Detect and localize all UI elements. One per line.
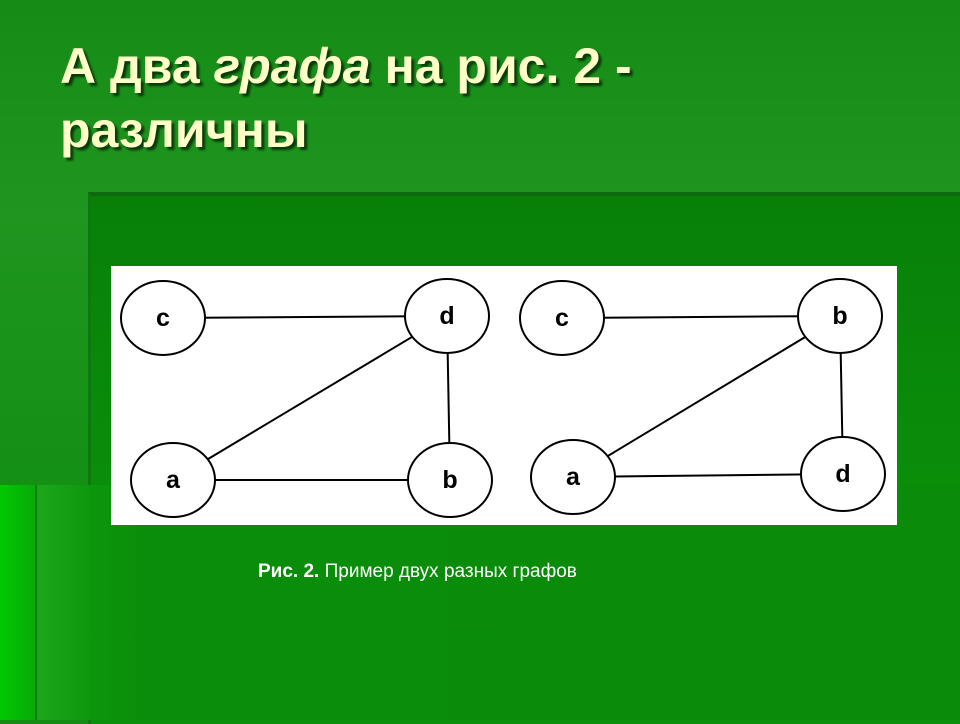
node-right-a	[530, 439, 616, 515]
slide-title: А два графа на рис. 2 - различны	[60, 34, 920, 162]
caption-label: Рис. 2.	[258, 561, 320, 582]
node-label-right-a: a	[566, 463, 581, 491]
node-label-right-d: d	[835, 460, 850, 488]
node-label-left-c: c	[156, 304, 170, 332]
node-label-left-b: b	[442, 466, 457, 494]
edge-right-c-b	[561, 315, 841, 319]
node-right-c	[519, 280, 605, 356]
graph-figure: c d a b c b a d	[111, 266, 897, 525]
node-label-right-b: b	[832, 302, 847, 330]
caption-text: Пример двух разных графов	[319, 561, 577, 582]
title-part3: на рис. 2 -	[370, 38, 632, 94]
edge-left-c-d	[162, 315, 448, 319]
edge-right-a-d	[572, 473, 844, 478]
title-italic-word: графа	[213, 38, 371, 94]
title-part1: А два	[60, 38, 214, 94]
node-left-a	[130, 442, 216, 518]
node-left-c	[120, 280, 206, 356]
node-label-right-c: c	[555, 304, 569, 332]
node-right-d	[800, 436, 886, 512]
graph-diagram: c d a b c b a d	[120, 278, 886, 518]
node-left-b	[407, 442, 493, 518]
edge-left-d-a	[172, 315, 448, 481]
figure-caption: Рис. 2. Пример двух разных графов	[258, 561, 577, 583]
node-left-d	[404, 278, 490, 354]
edge-right-b-a	[572, 315, 841, 478]
node-label-left-a: a	[166, 466, 181, 494]
node-right-b	[797, 278, 883, 354]
node-label-left-d: d	[439, 302, 454, 330]
title-line2: различны	[60, 102, 308, 158]
